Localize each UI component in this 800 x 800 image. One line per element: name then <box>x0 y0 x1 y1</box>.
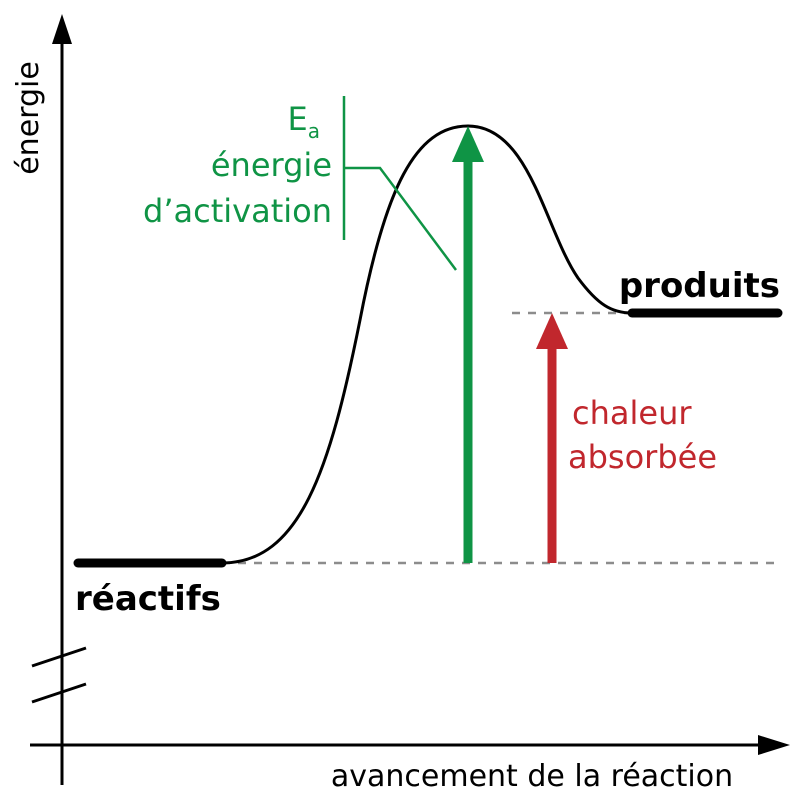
activation-symbol-subscript: a <box>308 119 320 143</box>
x-axis <box>30 735 790 755</box>
y-axis-label: énergie <box>11 61 46 175</box>
activation-symbol-main: E <box>288 100 308 138</box>
activation-label-line1: énergie <box>211 146 332 184</box>
activation-energy-symbol: Ea <box>288 100 320 143</box>
heat-absorbed-arrow <box>536 313 568 563</box>
reaction-energy-curve <box>221 124 633 565</box>
activation-energy-arrow <box>452 126 484 563</box>
activation-leader-line <box>344 166 458 271</box>
y-axis-arrowhead <box>52 14 72 44</box>
heat-label-line2: absorbée <box>568 438 717 476</box>
x-axis-arrowhead <box>758 735 790 755</box>
reactants-label: réactifs <box>75 579 221 619</box>
y-axis <box>31 14 87 785</box>
axis-break-mark-upper <box>31 646 87 668</box>
activation-label-line2: d’activation <box>143 192 332 230</box>
products-label: produits <box>619 266 780 306</box>
axis-break-mark-lower <box>31 682 87 704</box>
x-axis-label: avancement de la réaction <box>331 759 733 794</box>
heat-label-line1: chaleur <box>572 394 692 432</box>
